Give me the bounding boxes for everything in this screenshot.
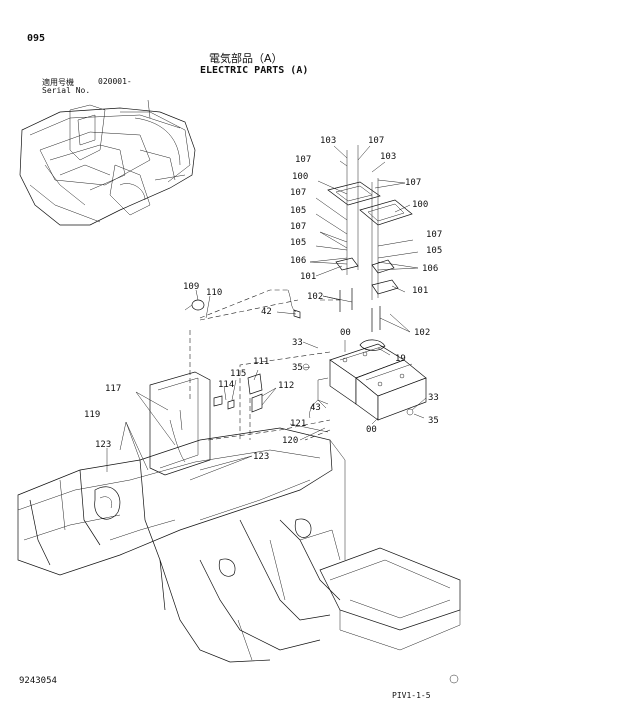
callout-121: 121 (290, 419, 307, 429)
callout-19: 19 (395, 354, 406, 364)
page-code: PIV1-1-5 (392, 691, 431, 700)
callout-35: 35 (428, 416, 439, 426)
callout-43: 43 (310, 403, 321, 413)
callout-00: 00 (366, 425, 377, 435)
mounting-bracket (149, 371, 211, 476)
callout-115: 115 (230, 369, 247, 379)
revision-mark-icon (449, 674, 459, 684)
callout-105: 105 (290, 238, 307, 248)
callout-123: 123 (95, 440, 112, 450)
serial-label: Serial No. (42, 86, 91, 95)
callout-leader-lines (106, 145, 427, 481)
callout-112: 112 (278, 381, 295, 391)
callout-105: 105 (426, 246, 443, 256)
callout-00: 00 (340, 328, 351, 338)
callout-110: 110 (206, 288, 223, 298)
callout-106: 106 (422, 264, 439, 274)
page-number: 095 (27, 33, 46, 44)
callout-101: 101 (412, 286, 429, 296)
callout-106: 106 (290, 256, 307, 266)
title-japanese: 電気部品（A） (209, 52, 283, 65)
callout-107: 107 (368, 136, 385, 146)
callout-33: 33 (428, 393, 439, 403)
callout-107: 107 (295, 155, 312, 165)
callout-117: 117 (105, 384, 122, 394)
callout-103: 103 (380, 152, 397, 162)
callout-107: 107 (290, 188, 307, 198)
callout-100: 100 (412, 200, 429, 210)
assembly-guide-lines (189, 289, 340, 441)
battery-set (302, 339, 427, 421)
title-english: ELECTRIC PARTS (A) (200, 65, 309, 76)
callout-101: 101 (300, 272, 317, 282)
callout-123: 123 (253, 452, 270, 462)
callout-119: 119 (84, 410, 101, 420)
callout-120: 120 (282, 436, 299, 446)
callout-42: 42 (261, 307, 272, 317)
callout-109: 109 (183, 282, 200, 292)
main-frame (17, 427, 461, 663)
callout-103: 103 (320, 136, 337, 146)
callout-111: 111 (253, 357, 270, 367)
callout-107: 107 (426, 230, 443, 240)
callout-35: 35 (292, 363, 303, 373)
battery-cover-assembly (327, 145, 413, 332)
serial-number-value: 020001- (98, 77, 132, 86)
callout-100: 100 (292, 172, 309, 182)
applicable-label: 適用号機 (42, 78, 74, 87)
callout-33: 33 (292, 338, 303, 348)
callout-114: 114 (218, 380, 235, 390)
callout-107: 107 (290, 222, 307, 232)
callout-105: 105 (290, 206, 307, 216)
callout-107: 107 (405, 178, 422, 188)
document-number: 9243054 (19, 676, 57, 686)
relay-parts (184, 289, 301, 413)
callout-102: 102 (307, 292, 324, 302)
machine-overview-inset (19, 99, 196, 226)
callout-102: 102 (414, 328, 431, 338)
